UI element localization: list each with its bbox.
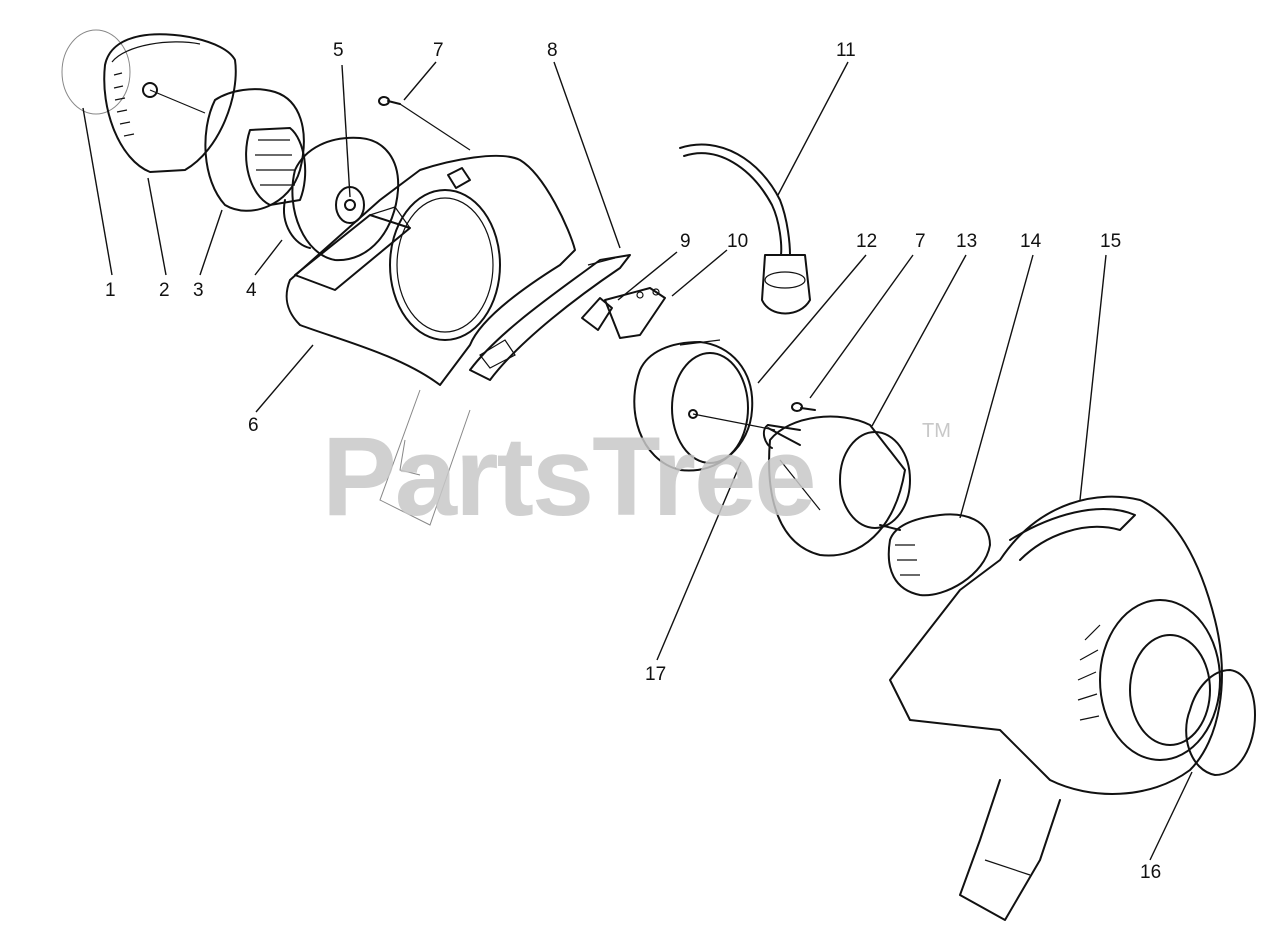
part-8-switch [469,254,631,381]
part-6-housing-half [285,154,576,526]
watermark-text: PartsTree [322,414,815,539]
label-part-9: 9 [680,231,691,252]
label-part-15: 15 [1100,231,1121,252]
part-15-main-housing [889,495,1223,921]
watermark: PartsTree TM [322,414,951,539]
label-part-17: 17 [645,664,666,685]
leader-lines [82,61,1193,861]
part-16-cap [1185,669,1256,776]
label-part-11: 11 [836,40,856,61]
part-13-motor-can [767,415,911,557]
part-11-cord [679,143,811,315]
label-part-3: 3 [193,280,204,301]
label-part-2: 2 [159,280,170,301]
label-part-16: 16 [1140,862,1161,883]
part-14-motor [879,513,991,597]
part-number-labels: 1 2 3 4 5 6 7 8 9 10 11 12 7 13 14 15 16… [105,40,1161,883]
part-7-screw-lower [791,402,816,412]
label-part-5: 5 [333,40,344,61]
label-part-7-top: 7 [433,40,444,61]
part-9-clip [581,297,613,331]
label-part-1: 1 [105,280,116,301]
part-1-cap [61,29,131,115]
watermark-tm: TM [922,420,951,442]
part-12-motor-cap [633,339,776,472]
label-part-4: 4 [246,280,257,301]
label-part-6: 6 [248,415,259,436]
part-7-screw-top [378,96,471,151]
label-part-7-lower: 7 [915,231,926,252]
part-10-connector [604,287,666,339]
part-17-shaft [762,424,801,449]
label-part-8: 8 [547,40,558,61]
label-part-13: 13 [956,231,977,252]
part-4-impeller [245,127,311,249]
part-3-filter [204,88,305,212]
label-part-10: 10 [727,231,748,252]
part-2-filter-cup [103,33,237,173]
label-part-14: 14 [1020,231,1042,252]
label-part-12: 12 [856,231,877,252]
